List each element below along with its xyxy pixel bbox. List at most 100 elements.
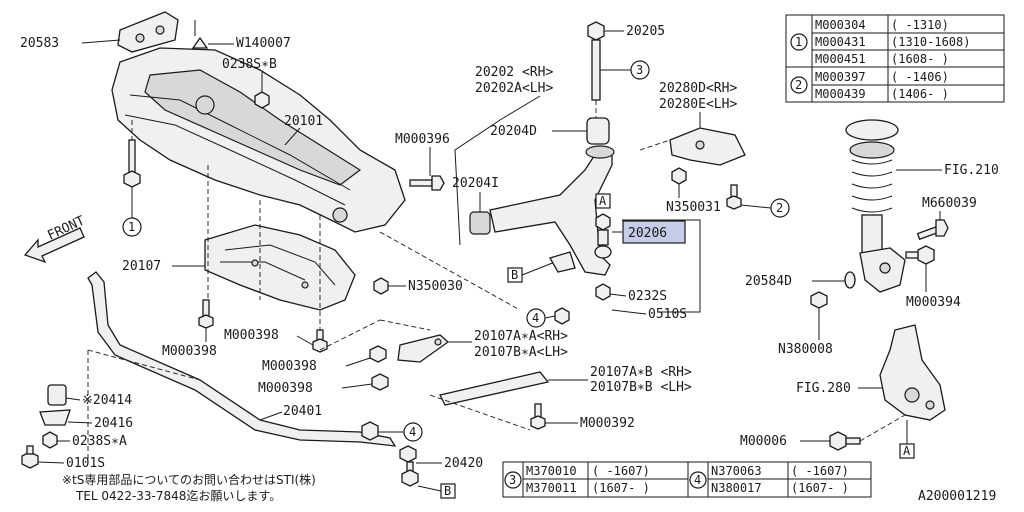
bolt-m660039[interactable] <box>916 219 949 241</box>
bushing-20414[interactable] <box>47 384 67 406</box>
bracket-20107a-a[interactable] <box>397 334 450 363</box>
bracket-20583[interactable] <box>117 11 179 53</box>
bolt-m000398-d[interactable] <box>371 373 389 391</box>
label-20202: 20202 <RH> <box>475 65 553 80</box>
table-bottom-part: N380017 <box>711 481 762 495</box>
label-0238sb: 0238S∗B <box>222 57 277 72</box>
table-bottom-range: (1607- ) <box>592 481 650 495</box>
nut-0238sb[interactable] <box>254 91 270 109</box>
ref-a-lower-text: A <box>903 444 911 458</box>
bracket-20280d[interactable] <box>669 127 746 166</box>
callout-2-text: 2 <box>776 201 783 215</box>
label-m000394: M000394 <box>906 295 961 310</box>
label-20101: 20101 <box>284 114 323 129</box>
table-top-range: (1406- ) <box>891 87 949 101</box>
table-top-part: M000397 <box>815 70 866 84</box>
label-0510s: 0510S <box>648 307 687 322</box>
bolt-m000398-a[interactable] <box>198 299 214 329</box>
knuckle-fig280[interactable] <box>879 324 946 421</box>
bolt-20205[interactable] <box>587 21 605 101</box>
bushing-20204i[interactable] <box>469 211 491 235</box>
label-20202a: 20202A<LH> <box>475 81 553 96</box>
nut-n350030[interactable] <box>373 277 389 295</box>
label-20414: ※20414 <box>82 393 132 408</box>
bolt-marker-2[interactable] <box>726 184 742 210</box>
callout-3-text: 3 <box>636 63 643 77</box>
bolt-0101s[interactable] <box>21 445 39 469</box>
label-20205: 20205 <box>626 24 665 39</box>
label-20280e: 20280E<LH> <box>659 97 737 112</box>
label-20204d: 20204D <box>490 124 537 139</box>
bracket-small[interactable] <box>549 251 576 273</box>
bolt-marker-1[interactable] <box>123 139 141 188</box>
ball-joint-20206[interactable] <box>594 213 612 259</box>
bolt-m00006[interactable] <box>829 431 861 451</box>
bracket-20107a-b[interactable] <box>439 371 550 406</box>
ref-box-a-upper <box>595 193 611 209</box>
label-20107ba: 20107B∗A<LH> <box>474 345 568 360</box>
label-0232s: 0232S <box>628 289 667 304</box>
label-m000398-a: M000398 <box>162 344 217 359</box>
bolt-m000398-b[interactable] <box>312 329 328 353</box>
highlight-20206[interactable] <box>622 220 686 244</box>
table-top-part: M000451 <box>815 52 866 66</box>
label-fig210: FIG.210 <box>944 163 999 178</box>
table-top-part: M000439 <box>815 87 866 101</box>
ref-a-upper-text: A <box>599 194 607 208</box>
label-20401: 20401 <box>283 404 322 419</box>
clip-w140007[interactable] <box>191 36 209 49</box>
label-fig280: FIG.280 <box>796 381 851 396</box>
bushing-20204d[interactable] <box>586 117 610 145</box>
nut-marker-4-middle[interactable] <box>554 307 570 325</box>
label-20583: 20583 <box>20 36 59 51</box>
label-20107: 20107 <box>122 259 161 274</box>
front-arrow-icon <box>23 227 85 264</box>
label-20107bb: 20107B∗B <LH> <box>590 380 692 395</box>
table-top-range: (1310-1608) <box>891 35 970 49</box>
label-20280d: 20280D<RH> <box>659 81 737 96</box>
table-bottom-part: M370011 <box>526 481 577 495</box>
bolt-m000398-c[interactable] <box>369 345 387 363</box>
table-top-marker-2: 2 <box>795 78 802 92</box>
stabilizer-link-20420[interactable] <box>399 445 419 487</box>
table-bottom-part: N370063 <box>711 464 762 478</box>
stabilizer-bar-20401[interactable] <box>87 271 397 447</box>
nut-n380008[interactable] <box>810 291 828 309</box>
bolt-m000392[interactable] <box>530 403 546 430</box>
bolt-m000396[interactable] <box>409 175 445 191</box>
label-20204i: 20204I <box>452 176 499 191</box>
applicability-table-top: 1 2 M000304 ( -1310) M000431 (1310-1608)… <box>785 14 1005 103</box>
table-top-range: ( -1406) <box>891 70 949 84</box>
nut-marker-4-bottom[interactable] <box>361 421 379 441</box>
nut-0238sa[interactable] <box>42 431 58 449</box>
table-top-range: ( -1310) <box>891 18 949 32</box>
callout-1-text: 1 <box>128 220 135 234</box>
note-line-2: TEL 0422-33-7848迄お願いします。 <box>75 489 281 503</box>
bolt-m000394[interactable] <box>905 245 935 265</box>
strut-assembly-fig210[interactable] <box>845 119 906 293</box>
nut-n350031[interactable] <box>671 167 687 185</box>
control-arm-20202[interactable] <box>469 145 615 276</box>
label-20420: 20420 <box>444 456 483 471</box>
table-bottom-marker-3: 3 <box>509 473 516 487</box>
cotter-pin-0510s[interactable] <box>611 309 647 315</box>
label-m660039: M660039 <box>922 196 977 211</box>
label-w140007: W140007 <box>236 36 291 51</box>
table-bottom-range: ( -1607) <box>791 464 849 478</box>
table-top-marker-1: 1 <box>795 35 802 49</box>
label-20107ab: 20107A∗B <RH> <box>590 365 692 380</box>
crossmember-20101[interactable] <box>111 47 406 233</box>
nut-0232s[interactable] <box>595 283 611 301</box>
under-cover-20107[interactable] <box>204 224 356 311</box>
table-bottom-range: (1607- ) <box>791 481 849 495</box>
label-m000396: M000396 <box>395 132 450 147</box>
label-20107aa: 20107A∗A<RH> <box>474 329 568 344</box>
label-n350030: N350030 <box>408 279 463 294</box>
applicability-table-bottom: 3 4 M370010 ( -1607) M370011 (1607- ) N3… <box>502 461 872 498</box>
ref-b-bottom-text: B <box>444 484 451 498</box>
clamp-20416[interactable] <box>39 409 71 426</box>
washer-20584d[interactable] <box>844 271 856 289</box>
label-n380008: N380008 <box>778 342 833 357</box>
label-m000398-d: M000398 <box>258 381 313 396</box>
